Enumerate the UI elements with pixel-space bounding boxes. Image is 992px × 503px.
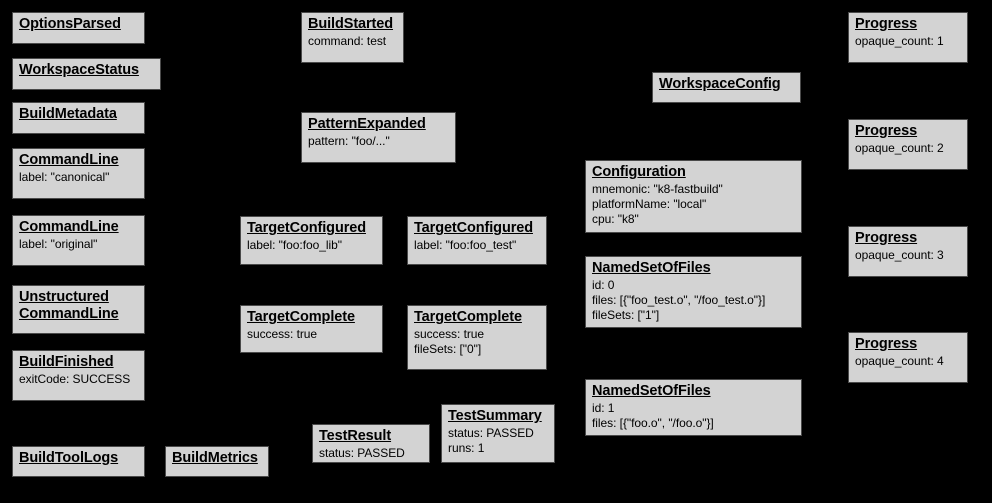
node-test-result[interactable]: TestResult status: PASSED xyxy=(312,424,430,463)
node-target-configured-foo-lib[interactable]: TargetConfigured label: "foo:foo_lib" xyxy=(240,216,383,265)
node-fields: status: PASSED xyxy=(319,446,405,460)
node-fields: pattern: "foo/..." xyxy=(308,134,390,148)
node-title: BuildMetrics xyxy=(172,450,258,466)
node-target-configured-foo-test[interactable]: TargetConfigured label: "foo:foo_test" xyxy=(407,216,547,265)
node-title: CommandLine xyxy=(19,152,119,168)
node-fields: label: "foo:foo_lib" xyxy=(247,238,342,252)
node-fields: status: PASSED runs: 1 xyxy=(448,426,534,455)
node-build-started[interactable]: BuildStarted command: test xyxy=(301,12,404,63)
node-fields: label: "foo:foo_test" xyxy=(414,238,517,252)
node-workspace-status[interactable]: WorkspaceStatus xyxy=(12,58,161,90)
node-progress-3[interactable]: Progress opaque_count: 3 xyxy=(848,226,968,277)
node-title: Unstructured CommandLine xyxy=(19,289,119,322)
node-named-set-of-files-1[interactable]: NamedSetOfFiles id: 1 files: [{"foo.o", "… xyxy=(585,379,802,436)
node-title: WorkspaceConfig xyxy=(659,76,781,92)
node-build-metrics[interactable]: BuildMetrics xyxy=(165,446,269,477)
node-build-tool-logs[interactable]: BuildToolLogs xyxy=(12,446,145,477)
node-title: Configuration xyxy=(592,164,686,180)
node-title: Progress xyxy=(855,230,918,246)
node-title: OptionsParsed xyxy=(19,16,121,32)
node-fields: id: 1 files: [{"foo.o", "/foo.o"}] xyxy=(592,401,714,430)
node-title: TargetConfigured xyxy=(414,220,533,236)
node-title: Progress xyxy=(855,16,918,32)
node-build-finished[interactable]: BuildFinished exitCode: SUCCESS xyxy=(12,350,145,401)
node-fields: exitCode: SUCCESS xyxy=(19,372,131,386)
node-title: BuildMetadata xyxy=(19,106,117,122)
node-fields: opaque_count: 4 xyxy=(855,354,944,368)
node-fields: opaque_count: 3 xyxy=(855,248,944,262)
node-title: CommandLine xyxy=(19,219,119,235)
node-title: Progress xyxy=(855,336,918,352)
node-command-line-canonical[interactable]: CommandLine label: "canonical" xyxy=(12,148,145,199)
node-pattern-expanded[interactable]: PatternExpanded pattern: "foo/..." xyxy=(301,112,456,163)
node-title: TestResult xyxy=(319,428,392,444)
node-title: NamedSetOfFiles xyxy=(592,383,711,399)
node-fields: id: 0 files: [{"foo_test.o", "/foo_test.… xyxy=(592,278,766,322)
node-title: PatternExpanded xyxy=(308,116,426,132)
node-fields: opaque_count: 1 xyxy=(855,34,944,48)
node-title: NamedSetOfFiles xyxy=(592,260,711,276)
node-command-line-original[interactable]: CommandLine label: "original" xyxy=(12,215,145,266)
node-named-set-of-files-0[interactable]: NamedSetOfFiles id: 0 files: [{"foo_test.… xyxy=(585,256,802,328)
node-title: TargetComplete xyxy=(414,309,522,325)
node-fields: mnemonic: "k8-fastbuild" platformName: "… xyxy=(592,182,723,226)
node-target-complete-lib[interactable]: TargetComplete success: true xyxy=(240,305,383,353)
node-progress-1[interactable]: Progress opaque_count: 1 xyxy=(848,12,968,63)
node-configuration[interactable]: Configuration mnemonic: "k8-fastbuild" pl… xyxy=(585,160,802,233)
node-progress-2[interactable]: Progress opaque_count: 2 xyxy=(848,119,968,170)
node-title: BuildFinished xyxy=(19,354,114,370)
node-title: TestSummary xyxy=(448,408,542,424)
node-fields: command: test xyxy=(308,34,387,48)
node-fields: label: "original" xyxy=(19,237,98,251)
node-title: BuildToolLogs xyxy=(19,450,119,466)
node-progress-4[interactable]: Progress opaque_count: 4 xyxy=(848,332,968,383)
node-title: TargetConfigured xyxy=(247,220,366,236)
node-build-metadata[interactable]: BuildMetadata xyxy=(12,102,145,134)
node-test-summary[interactable]: TestSummary status: PASSED runs: 1 xyxy=(441,404,555,463)
node-title: Progress xyxy=(855,123,918,139)
node-target-complete-test[interactable]: TargetComplete success: true fileSets: ["… xyxy=(407,305,547,370)
node-title: BuildStarted xyxy=(308,16,394,32)
node-options-parsed[interactable]: OptionsParsed xyxy=(12,12,145,44)
node-unstructured-command-line[interactable]: Unstructured CommandLine xyxy=(12,285,145,334)
node-fields: success: true xyxy=(247,327,318,341)
node-fields: opaque_count: 2 xyxy=(855,141,944,155)
node-fields: label: "canonical" xyxy=(19,170,110,184)
node-title: TargetComplete xyxy=(247,309,355,325)
node-fields: success: true fileSets: ["0"] xyxy=(414,327,485,356)
node-workspace-config[interactable]: WorkspaceConfig xyxy=(652,72,801,103)
node-title: WorkspaceStatus xyxy=(19,62,139,78)
